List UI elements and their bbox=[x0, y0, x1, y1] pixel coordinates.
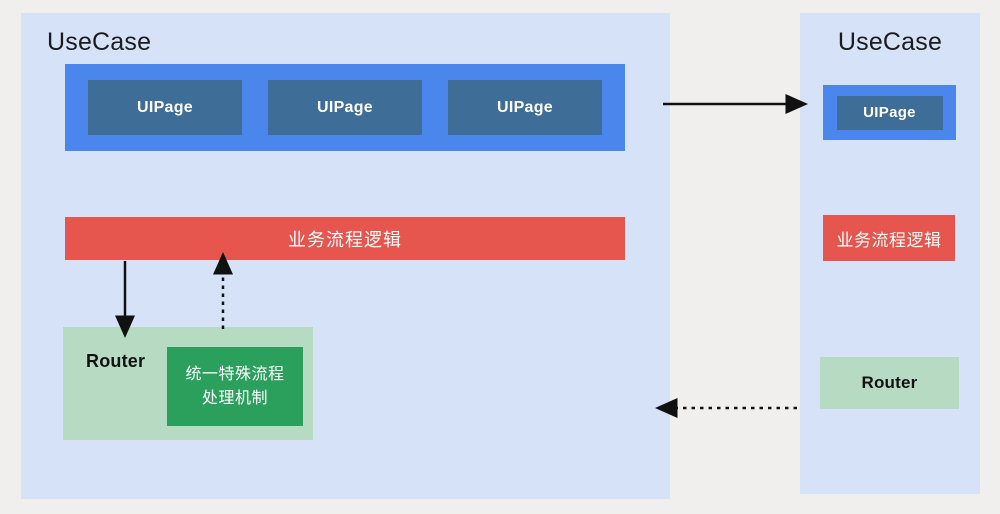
special-process-mechanism-box: 统一特殊流程 处理机制 bbox=[167, 347, 303, 426]
uipage-box-2: UIPage bbox=[268, 80, 422, 135]
uipage-container-right: UIPage bbox=[823, 85, 956, 140]
right-panel-title: UseCase bbox=[837, 28, 943, 56]
usecase-panel-left: UseCase UIPage UIPage UIPage 业务流程逻辑 Rout… bbox=[21, 13, 670, 499]
router-box-right: Router bbox=[820, 357, 959, 409]
uipage-box-3: UIPage bbox=[448, 80, 602, 135]
usecase-panel-right: UseCase UIPage 业务流程逻辑 Router bbox=[800, 13, 980, 494]
uipage-box-right: UIPage bbox=[836, 95, 943, 130]
uipage-container-left: UIPage UIPage UIPage bbox=[65, 64, 625, 151]
router-box-left: Router 统一特殊流程 处理机制 bbox=[63, 327, 313, 440]
process-logic-bar-left: 业务流程逻辑 bbox=[65, 217, 625, 260]
uipage-box-1: UIPage bbox=[88, 80, 242, 135]
mechanism-line-1: 统一特殊流程 bbox=[185, 365, 285, 383]
router-label-left: Router bbox=[86, 351, 146, 371]
mechanism-line-2: 处理机制 bbox=[201, 389, 268, 407]
process-logic-bar-right: 业务流程逻辑 bbox=[823, 215, 955, 261]
left-panel-title: UseCase bbox=[47, 28, 152, 56]
